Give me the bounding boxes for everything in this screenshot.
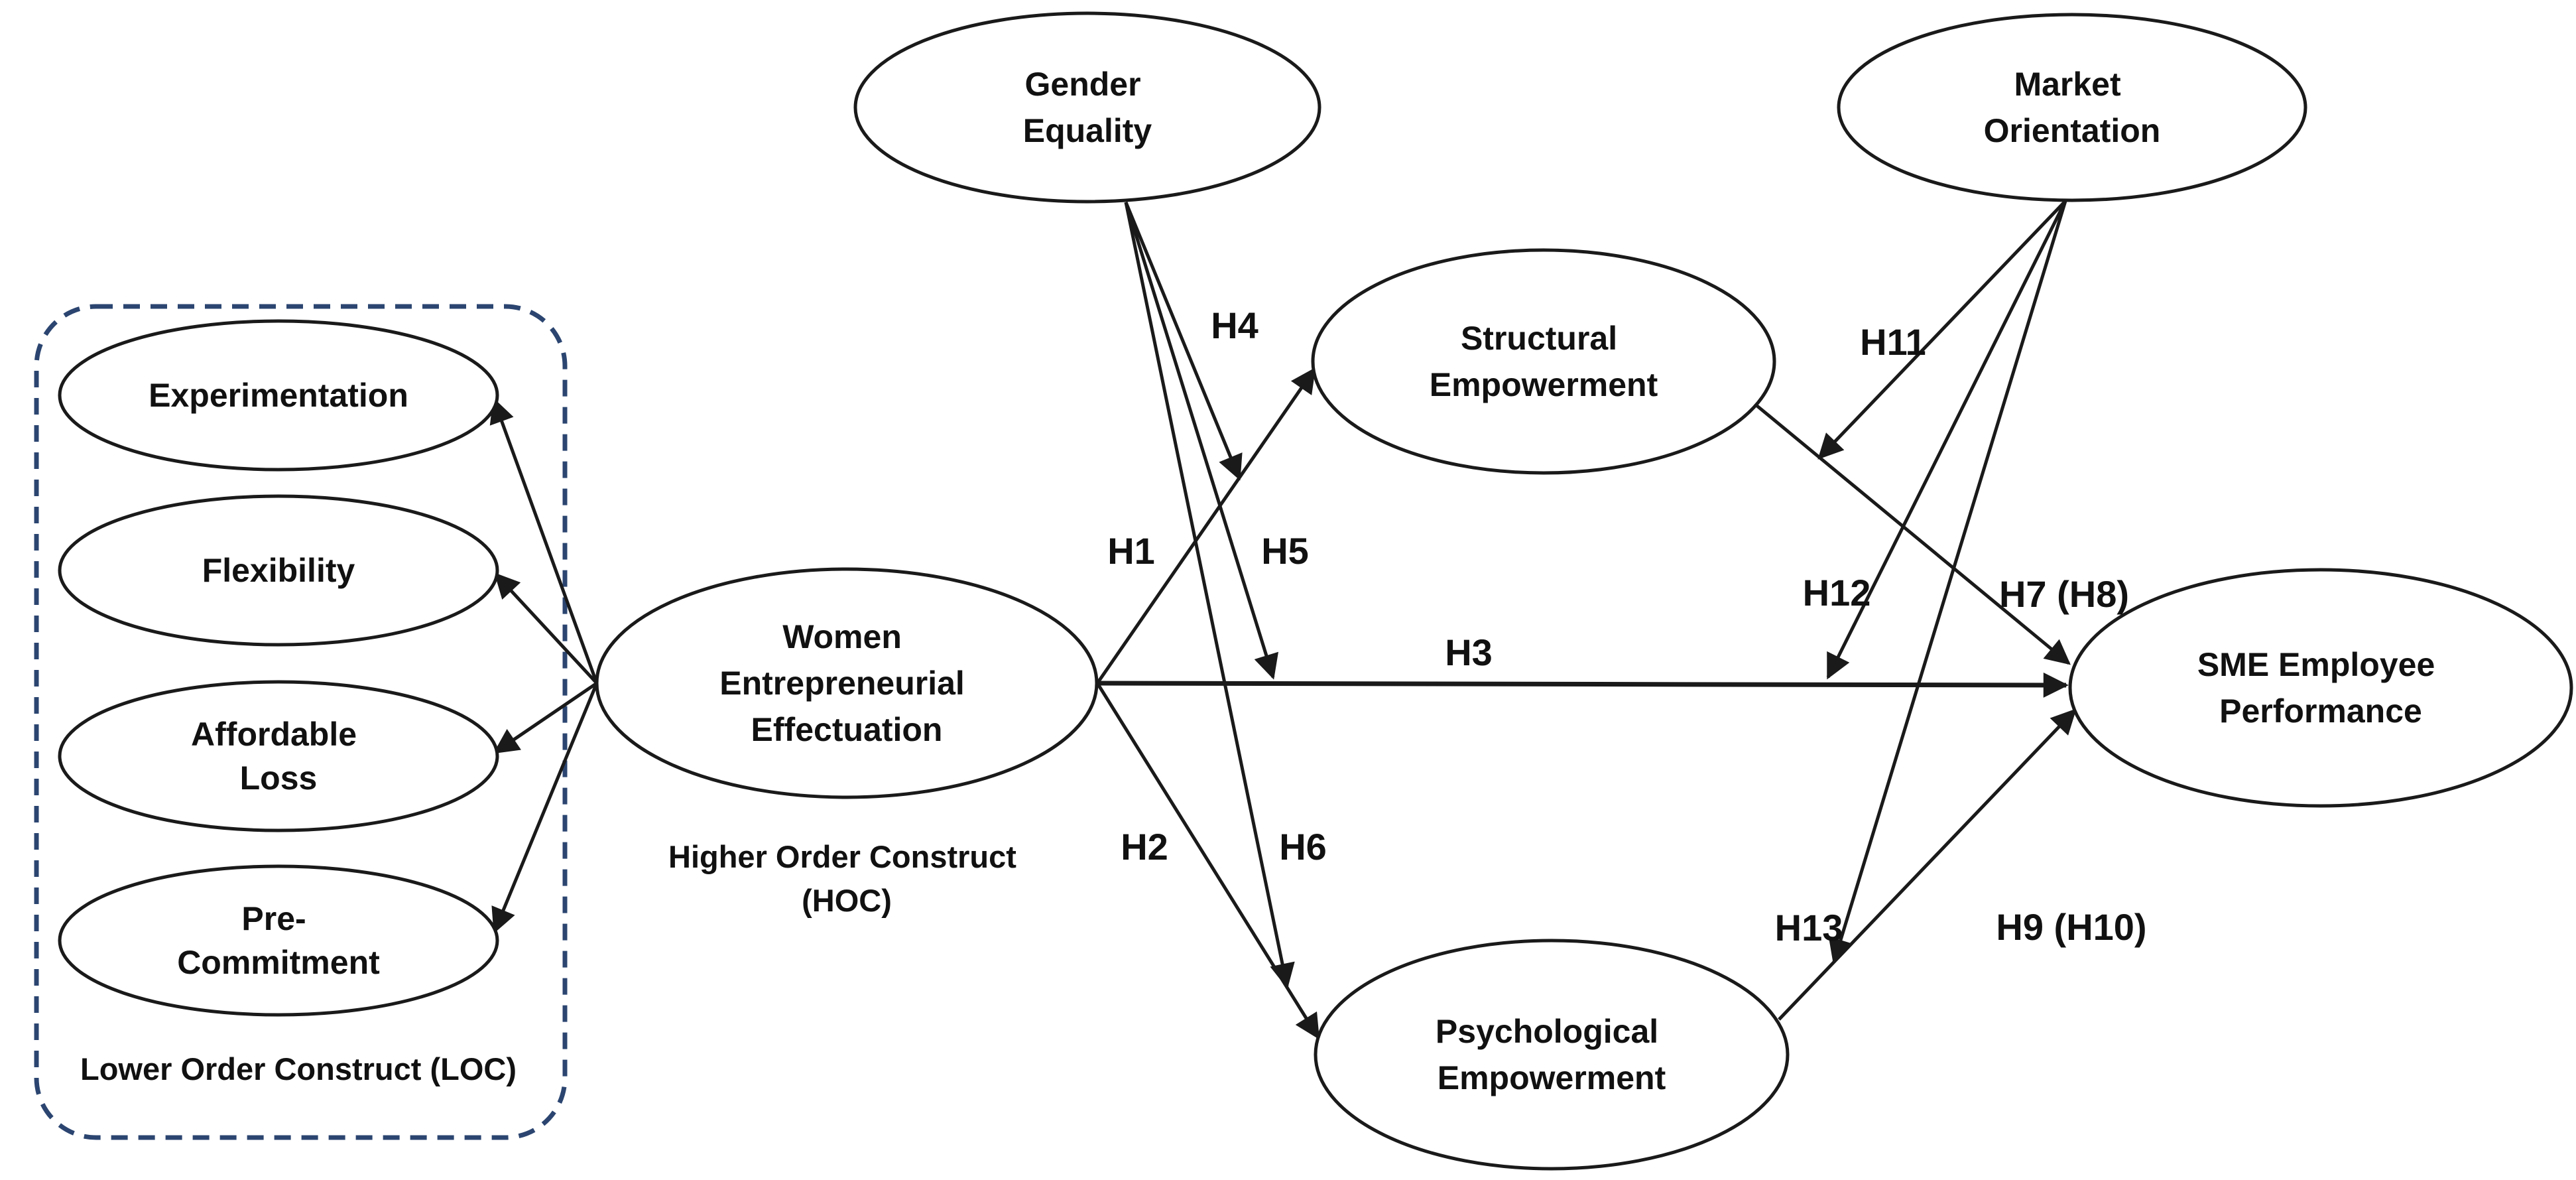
psychological-empowerment-label: Psychological Empowerment: [1436, 1013, 1668, 1096]
node-psychological-empowerment: Psychological Empowerment: [1314, 939, 1790, 1171]
label-h11: H11: [1860, 321, 1926, 363]
structural-empowerment-label: Structural Empowerment: [1430, 320, 1658, 403]
node-experimentation: Experimentation: [58, 319, 499, 472]
node-affordable-loss: Affordable Loss: [58, 680, 499, 832]
label-h5: H5: [1261, 530, 1309, 572]
label-h9-h10: H9 (H10): [1996, 906, 2146, 948]
flexibility-ellipse: [58, 494, 499, 647]
node-pre-commitment: Pre- Commitment: [58, 864, 499, 1017]
sme-employee-performance-label: SME Employee Performance: [2197, 646, 2444, 730]
label-h1: H1: [1107, 530, 1155, 572]
sme-employee-performance-ellipse: [2068, 568, 2573, 808]
pre-commitment-label: Pre- Commitment: [177, 900, 380, 981]
node-gender-equality: Gender Equality: [853, 11, 1321, 204]
market-orientation-label: Market Orientation: [1984, 66, 2161, 149]
edges: [489, 200, 2077, 1040]
hypothesis-labels: H1 H2 H3 H4 H5 H6 H7 (H8) H9 (H10) H11 H…: [1107, 304, 2146, 949]
arrow-h3-wee-to-sme-performance: [1097, 672, 2069, 698]
affordable-loss-label: Affordable Loss: [191, 716, 366, 797]
label-h4: H4: [1211, 304, 1258, 346]
gender-equality-ellipse: [853, 11, 1321, 204]
arrow-wee-to-pre-commitment: [491, 683, 599, 934]
arrow-wee-to-affordable-loss: [493, 681, 598, 754]
gender-equality-label: Gender Equality: [1023, 66, 1152, 149]
psychological-empowerment-ellipse: [1314, 939, 1790, 1171]
node-women-entrepreneurial-effectuation: Women Entrepreneurial Effectuation: [595, 567, 1099, 799]
hoc-caption: Higher Order Construct (HOC): [668, 839, 1025, 918]
wee-ellipse: [595, 567, 1099, 799]
flexibility-label: Flexibility: [202, 552, 355, 589]
node-market-orientation: Market Orientation: [1837, 13, 2307, 202]
market-orientation-ellipse: [1837, 13, 2307, 202]
label-h12: H12: [1803, 572, 1871, 614]
label-h2: H2: [1121, 826, 1168, 868]
label-h7-h8: H7 (H8): [1999, 573, 2129, 615]
affordable-loss-ellipse: [58, 680, 499, 832]
label-h3: H3: [1445, 631, 1493, 673]
arrow-wee-to-flexibility: [494, 572, 598, 685]
arrow-h12-market-orientation-on-h3: [1826, 200, 2067, 680]
wee-label: Women Entrepreneurial Effectuation: [719, 618, 973, 748]
label-h6: H6: [1279, 826, 1327, 868]
node-structural-empowerment: Structural Empowerment: [1311, 248, 1776, 475]
arrow-h4-gender-equality-on-h1: [1124, 202, 1243, 481]
arrow-h5-gender-equality-on-h3: [1124, 202, 1279, 680]
experimentation-label: Experimentation: [149, 377, 408, 414]
label-h13: H13: [1775, 907, 1843, 949]
arrow-h6-gender-equality-on-h2: [1124, 202, 1295, 989]
node-sme-employee-performance: SME Employee Performance: [2068, 568, 2573, 808]
experimentation-ellipse: [58, 319, 499, 472]
arrow-h9-psychological-to-sme-performance: [1778, 708, 2077, 1021]
pre-commitment-ellipse: [58, 864, 499, 1017]
arrow-h11-market-orientation-on-h7: [1817, 200, 2067, 460]
loc-caption: Lower Order Construct (LOC): [80, 1051, 517, 1086]
node-flexibility: Flexibility: [58, 494, 499, 647]
loc-group-box: [34, 304, 568, 1140]
arrow-wee-to-experimentation: [489, 397, 599, 684]
arrow-h13-market-orientation-on-h9: [1828, 200, 2067, 964]
arrow-h7-structural-to-sme-performance: [1756, 405, 2071, 665]
arrow-h1-wee-to-structural: [1095, 367, 1316, 685]
structural-empowerment-ellipse: [1311, 248, 1776, 475]
